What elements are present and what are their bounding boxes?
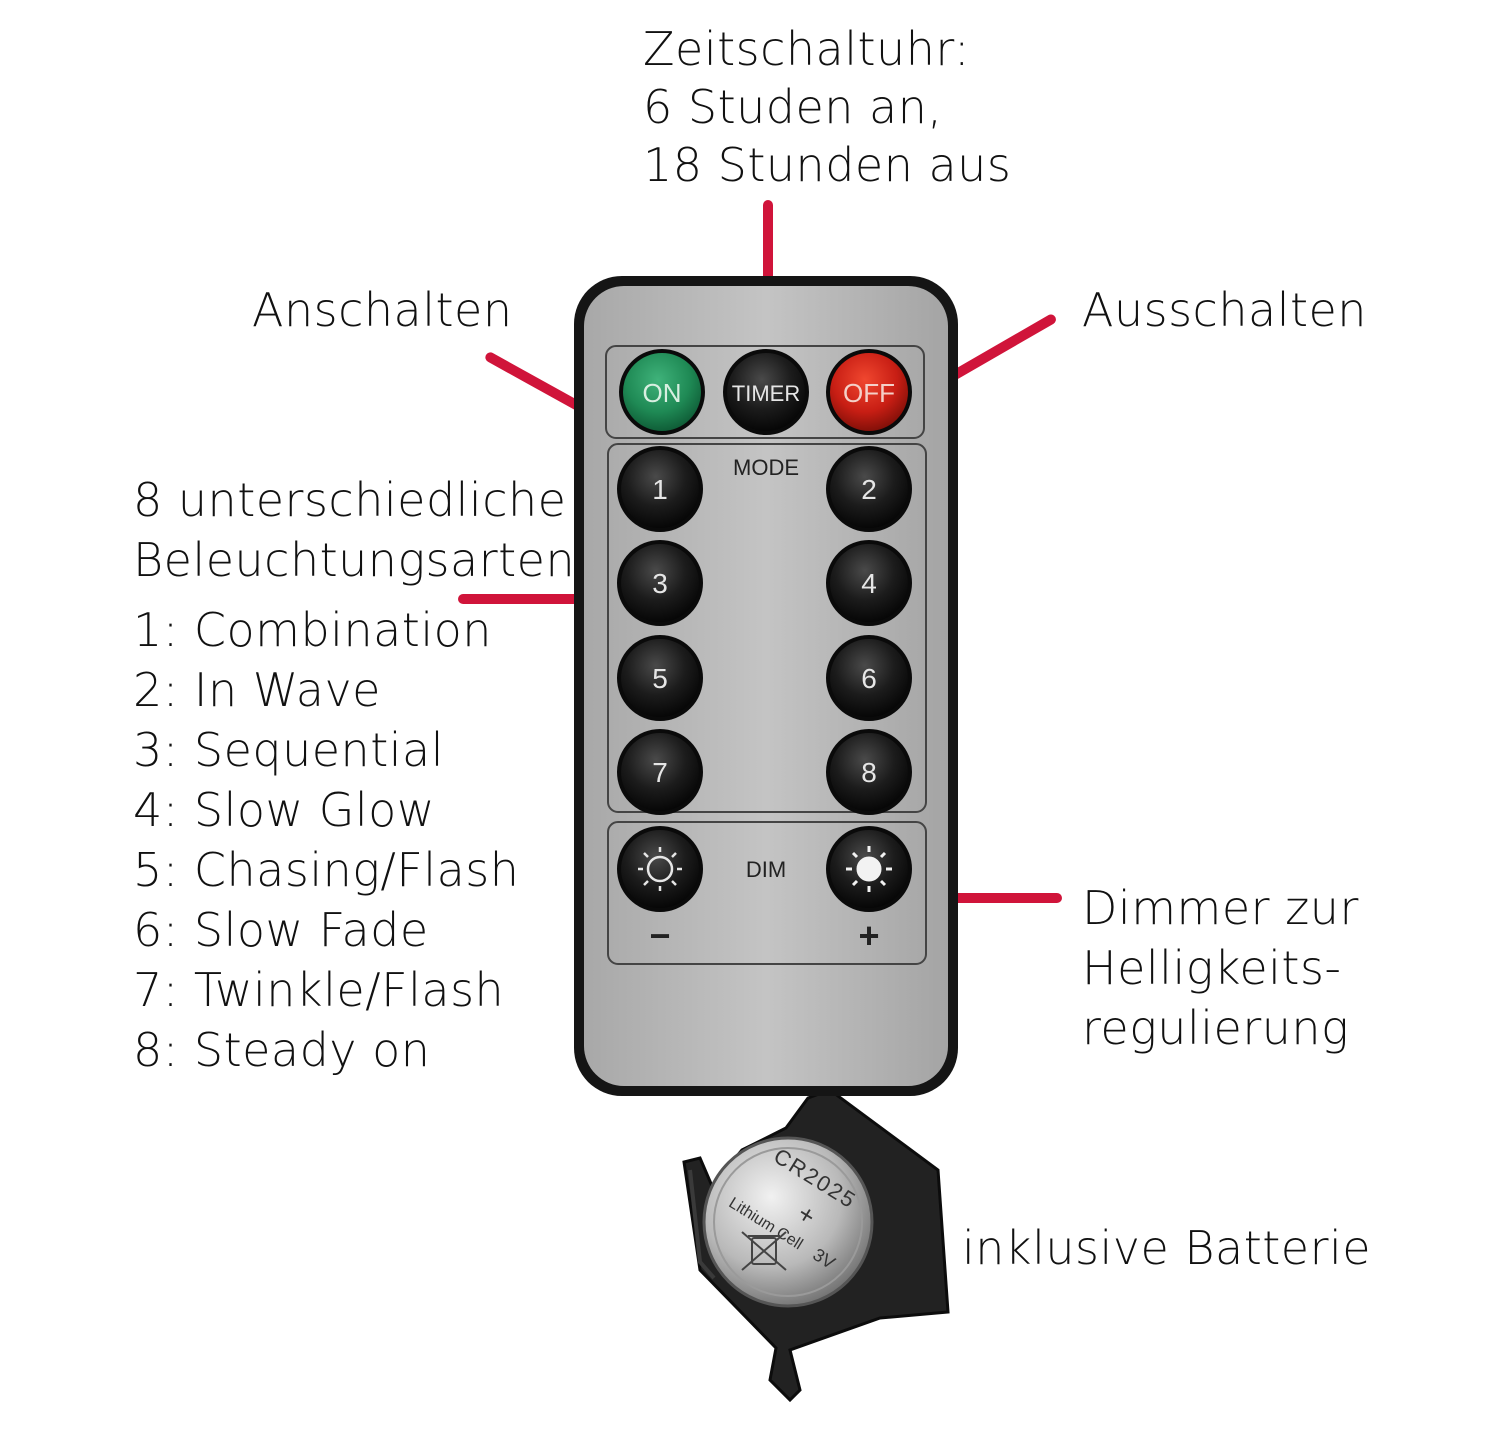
timer-button[interactable]: TIMER — [723, 349, 809, 435]
mode-button-label: 3 — [652, 568, 668, 599]
timer-callout: Zeitschaltuhr: 6 Studen an, 18 Stunden a… — [643, 20, 1011, 194]
dimmer-callout-line: regulierung — [1082, 1001, 1350, 1055]
dim-panel — [607, 821, 927, 965]
mode-button-label: 2 — [861, 474, 877, 505]
timer-callout-line: Zeitschaltuhr: — [643, 22, 970, 76]
off-button[interactable]: OFF — [826, 349, 912, 435]
recycle-bin-icon — [741, 1231, 787, 1271]
mode-button-label: 1 — [652, 474, 668, 505]
mode-button-label: 4 — [861, 568, 877, 599]
mode-list-item: 5: Chasing/Flash — [133, 843, 520, 897]
mode-button-6[interactable]: 6 — [826, 635, 912, 721]
timer-callout-line: 18 Stunden aus — [643, 138, 1012, 192]
mode-list: 1: Combination 2: In Wave 3: Sequential … — [133, 600, 519, 1080]
dim-minus-symbol: − — [649, 915, 670, 956]
mode-list-item: 4: Slow Glow — [133, 783, 435, 837]
dimmer-callout-line: Dimmer zur — [1082, 881, 1359, 935]
on-callout: Anschalten — [252, 283, 513, 337]
on-button[interactable]: ON — [619, 349, 705, 435]
timer-pointer — [763, 200, 773, 342]
battery-coin: CR2025 + Lithium Cell 3V — [702, 1136, 874, 1308]
mode-list-item: 7: Twinkle/Flash — [133, 963, 505, 1017]
mode-label: MODE — [733, 455, 799, 480]
mode-button-label: 5 — [652, 663, 668, 694]
mode-button-7[interactable]: 7 — [617, 729, 703, 815]
mode-button-label: 6 — [861, 663, 877, 694]
mode-button-5[interactable]: 5 — [617, 635, 703, 721]
modes-callout: 8 unterschiedliche Beleuchtungsarten — [133, 470, 575, 590]
on-button-label: ON — [643, 378, 682, 408]
timer-button-label: TIMER — [732, 381, 800, 406]
mode-button-2[interactable]: 2 — [826, 446, 912, 532]
modes-pointer — [458, 594, 604, 604]
power-panel — [605, 345, 925, 439]
mode-button-label: 8 — [861, 757, 877, 788]
mode-list-item: 2: In Wave — [133, 663, 381, 717]
mode-list-item: 1: Combination — [133, 603, 492, 657]
mode-list-item: 8: Steady on — [133, 1023, 431, 1077]
dim-label: DIM — [746, 857, 786, 882]
dim-up-button[interactable] — [826, 826, 912, 912]
off-callout: Ausschalten — [1082, 283, 1367, 337]
mode-list-item: 6: Slow Fade — [133, 903, 429, 957]
mode-button-4[interactable]: 4 — [826, 540, 912, 626]
dim-down-button[interactable] — [617, 826, 703, 912]
dim-plus-symbol: + — [858, 915, 879, 956]
mode-button-8[interactable]: 8 — [826, 729, 912, 815]
mode-panel — [607, 443, 927, 813]
dimmer-callout: Dimmer zur Helligkeits- regulierung — [1082, 878, 1359, 1058]
off-button-label: OFF — [843, 378, 895, 408]
modes-heading-line: 8 unterschiedliche — [133, 473, 567, 527]
dimmer-pointer — [918, 893, 1062, 903]
modes-heading-line: Beleuchtungsarten — [133, 533, 576, 587]
mode-list-item: 3: Sequential — [133, 723, 444, 777]
mode-button-grid: 1 2 3 4 5 6 7 8 — [617, 446, 912, 815]
dimmer-callout-line: Helligkeits- — [1082, 941, 1342, 995]
sun-filled-icon — [846, 846, 892, 892]
mode-button-label: 7 — [652, 757, 668, 788]
battery-callout: inklusive Batterie — [962, 1221, 1372, 1275]
timer-callout-line: 6 Studen an, — [643, 80, 943, 134]
sun-outline-icon — [638, 847, 682, 891]
mode-button-1[interactable]: 1 — [617, 446, 703, 532]
mode-button-3[interactable]: 3 — [617, 540, 703, 626]
